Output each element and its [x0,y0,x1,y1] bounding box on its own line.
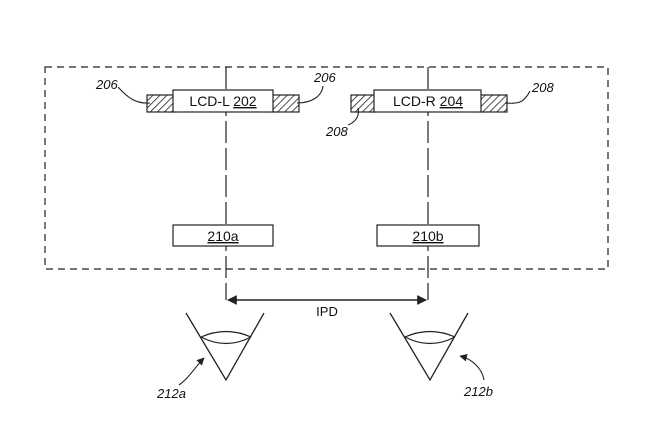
ref-212a: 212a [156,358,204,401]
ref-212b: 212b [460,356,493,399]
ref-206-inner-leader [297,86,323,103]
ref-206-inner-text: 206 [313,70,336,85]
eye-right-cone [390,313,468,380]
lcd-right-name: LCD-R [393,93,440,109]
eye-left [186,313,264,380]
lcd-left-assembly: LCD-L 202 [147,90,299,112]
eye-right-lens [405,337,455,344]
lens-right: 210b [377,225,479,246]
lcd-right-label: LCD-R 204 [393,93,463,109]
lens-left: 210a [173,225,273,246]
lcd-left-label: LCD-L 202 [189,93,256,109]
lens-right-ref: 210b [412,228,443,244]
ipd-label: IPD [316,304,338,319]
eye-left-cone [186,313,264,380]
ref-208-outer-leader [505,91,530,103]
ref-208-outer: 208 [505,80,554,103]
lcd-left-mount-inner [272,95,299,112]
eye-right-lid [405,332,455,338]
eye-left-lid [201,332,251,338]
ref-206-outer-text: 206 [95,77,118,92]
eye-right [390,313,468,380]
lcd-right-assembly: LCD-R 204 [351,90,507,112]
lcd-left-mount-outer [147,95,174,112]
lcd-right-ref: 204 [440,93,464,109]
ref-212a-text: 212a [156,386,186,401]
ref-208-inner: 208 [325,108,359,139]
lens-left-ref: 210a [207,228,238,244]
lcd-right-mount-inner [351,95,375,112]
ref-212a-leader [179,358,204,385]
ref-206-outer-leader [118,87,150,103]
ref-212b-leader [460,356,484,380]
eye-left-lens [201,337,251,344]
lcd-right-mount-outer [480,95,507,112]
lcd-left-name: LCD-L [189,93,233,109]
lcd-left-ref: 202 [233,93,257,109]
ref-206-inner: 206 [297,70,336,103]
ref-212b-text: 212b [463,384,493,399]
ref-208-outer-text: 208 [531,80,554,95]
ref-206-outer: 206 [95,77,150,103]
ref-208-inner-text: 208 [325,124,348,139]
